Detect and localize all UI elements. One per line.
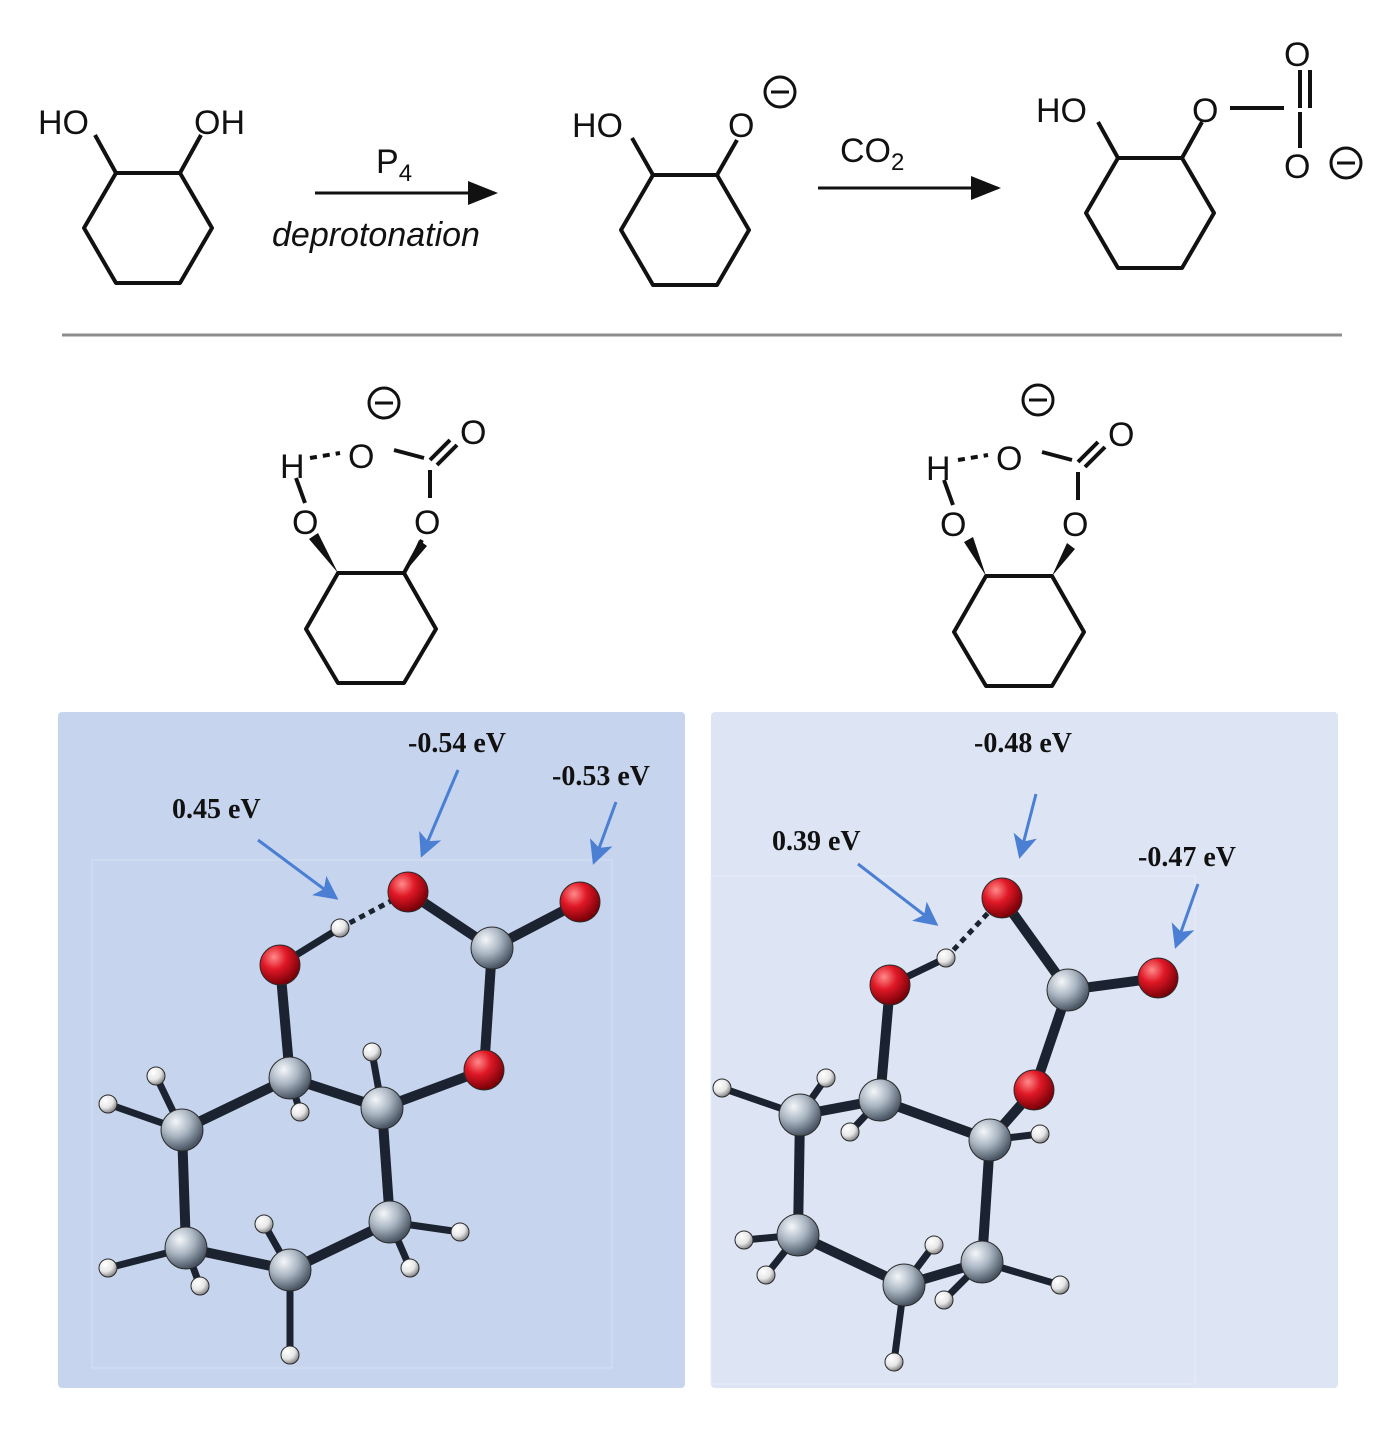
molecule-model-right <box>712 877 1179 1372</box>
label-carbonate-o-right: -0.48 eV <box>974 728 1072 759</box>
structure-left-o-ring-right-label: O <box>414 504 440 542</box>
structure-right-o-top-label: O <box>996 440 1022 478</box>
intermediate-negative-charge-icon <box>763 75 797 109</box>
panel-right-background <box>711 712 1338 1388</box>
structure-left-h-label: H <box>280 448 305 486</box>
left-carbon-atom <box>160 1108 204 1152</box>
left-hydrogen-atom <box>190 1276 210 1296</box>
left-carbon-atom <box>470 926 514 970</box>
label-terminal-o-left: -0.53 eV <box>552 761 650 792</box>
structure-left-o-double-label: O <box>460 414 486 452</box>
deprotonation-label: deprotonation <box>272 216 480 254</box>
right-carbon-atom <box>776 1213 820 1257</box>
left-hydrogen-atom <box>362 1042 382 1062</box>
product-o-minus-label: O <box>1284 148 1310 186</box>
structure-left-negative-charge-icon <box>367 386 401 420</box>
product-o-link-label: O <box>1192 92 1218 130</box>
right-carbon-atom <box>968 1118 1012 1162</box>
reagent-p4-label: P4 <box>376 143 412 187</box>
reactant-diol <box>82 134 214 285</box>
left-hydrogen-atom <box>254 1214 274 1234</box>
right-hydrogen-atom <box>1050 1275 1070 1295</box>
intermediate-alkoxide <box>619 137 751 287</box>
right-oxygen-atom <box>981 877 1023 919</box>
reagent-co2-label: CO2 <box>840 132 904 176</box>
molecule-model-left <box>98 871 601 1365</box>
product-ho-label: HO <box>1036 92 1087 130</box>
label-hbond-h-left: 0.45 eV <box>172 794 261 825</box>
arrow-terminal-o-left <box>589 801 618 865</box>
structure-left-o-top-label: O <box>348 438 374 476</box>
label-carbonate-o-left: -0.54 eV <box>408 728 506 759</box>
right-carbon-atom <box>960 1240 1004 1284</box>
left-carbon-atom <box>360 1086 404 1130</box>
reactant-ho-label: HO <box>38 104 89 142</box>
right-oxygen-atom <box>869 964 911 1006</box>
panel-left: 0.45 eV -0.54 eV -0.53 eV <box>58 712 685 1388</box>
left-hydrogen-atom <box>330 918 350 938</box>
reaction-scheme: HO OH P4 deprotonation HO O CO2 <box>38 36 1363 287</box>
right-hydrogen-atom <box>936 948 956 968</box>
right-hydrogen-atom <box>712 1078 732 1098</box>
arrow-hbond-h-right <box>857 862 939 926</box>
left-carbon-atom <box>268 1248 312 1292</box>
product-carbonate <box>1084 70 1312 270</box>
right-hydrogen-atom <box>816 1068 836 1088</box>
arrow-carbonate-o-right <box>1013 793 1038 859</box>
right-oxygen-atom <box>1013 1069 1055 1111</box>
product-negative-charge-icon <box>1329 146 1363 180</box>
panel-right: 0.39 eV -0.48 eV -0.47 eV <box>710 712 1338 1388</box>
right-hydrogen-atom <box>934 1290 954 1310</box>
structure-right-negative-charge-icon <box>1021 383 1055 417</box>
right-carbon-atom <box>1046 968 1090 1012</box>
left-hydrogen-atom <box>400 1258 420 1278</box>
structure-right-o-double-label: O <box>1108 416 1134 454</box>
right-hydrogen-atom <box>1030 1124 1050 1144</box>
left-carbon-atom <box>268 1056 312 1100</box>
left-carbon-atom <box>164 1226 208 1270</box>
right-hydrogen-atom <box>884 1352 904 1372</box>
intermediate-ho-label: HO <box>572 107 623 145</box>
arrow-terminal-o-right <box>1171 883 1200 949</box>
structure-left: H O O O O <box>280 386 486 685</box>
left-hydrogen-atom <box>146 1066 166 1086</box>
reactant-oh-label: OH <box>194 104 245 142</box>
right-hydrogen-atom <box>734 1230 754 1250</box>
left-oxygen-atom <box>387 871 429 913</box>
left-hydrogen-atom <box>450 1222 470 1242</box>
left-hydrogen-atom <box>98 1258 118 1278</box>
right-carbon-atom <box>858 1078 902 1122</box>
left-hydrogen-atom <box>290 1102 310 1122</box>
structure-right-o-ring-left-label: O <box>940 506 966 544</box>
intermediate-o-label: O <box>728 107 754 145</box>
left-oxygen-atom <box>559 881 601 923</box>
label-hbond-h-right: 0.39 eV <box>772 826 861 857</box>
arrow-carbonate-o-left <box>419 769 460 858</box>
structure-right-h-label: H <box>926 450 951 488</box>
right-oxygen-atom <box>1137 957 1179 999</box>
left-hydrogen-bond <box>338 889 410 931</box>
structure-right-o-ring-right-label: O <box>1062 506 1088 544</box>
right-hydrogen-atom <box>924 1235 944 1255</box>
product-o-double-label: O <box>1284 36 1310 74</box>
right-carbon-atom <box>778 1093 822 1137</box>
right-hydrogen-atom <box>756 1265 776 1285</box>
structure-left-o-ring-left-label: O <box>292 504 318 542</box>
right-hydrogen-atom <box>840 1122 860 1142</box>
right-carbon-atom <box>882 1263 926 1307</box>
left-hydrogen-atom <box>280 1345 300 1365</box>
left-oxygen-atom <box>259 944 301 986</box>
structure-right: H O O O O <box>926 383 1134 688</box>
left-carbon-atom <box>368 1200 412 1244</box>
left-oxygen-atom <box>463 1049 505 1091</box>
left-hydrogen-atom <box>98 1094 118 1114</box>
arrow-hbond-h-left <box>257 838 339 900</box>
label-terminal-o-right: -0.47 eV <box>1138 842 1236 873</box>
